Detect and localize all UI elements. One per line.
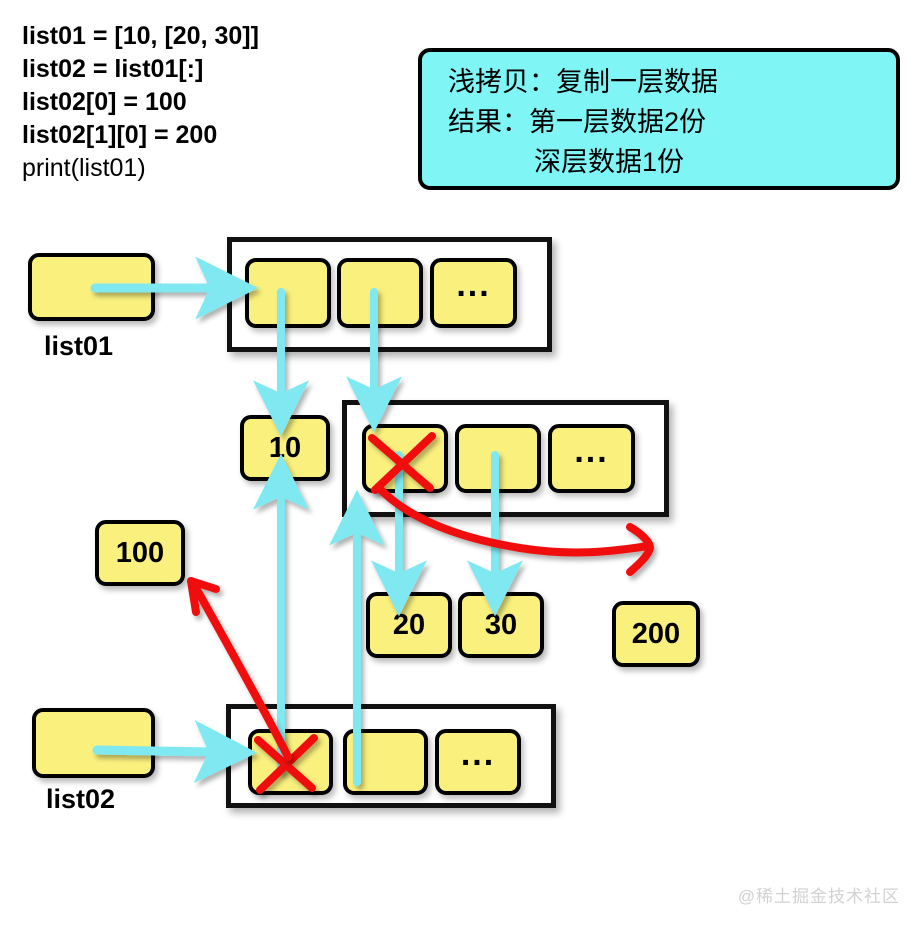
code-snippet: list01 = [10, [20, 30]] list02 = list01[…	[22, 20, 402, 185]
note-box: 浅拷贝：复制一层数据 结果：第一层数据2份 深层数据1份	[418, 48, 900, 190]
nested-list-cell-1	[455, 424, 541, 493]
value-box-20: 20	[366, 592, 452, 658]
variable-label-list01: list01	[44, 331, 114, 361]
value-box-30: 30	[458, 592, 544, 658]
list02-cell-1	[343, 729, 428, 795]
list02-cell-2: ...	[435, 729, 521, 795]
value-box-200: 200	[612, 601, 700, 667]
note-line-3: 深层数据1份	[534, 147, 685, 177]
value-box-100: 100	[95, 520, 185, 586]
note-line-2: 结果：第一层数据2份	[448, 107, 707, 137]
value-box-10: 10	[240, 415, 330, 481]
note-line-1: 浅拷贝：复制一层数据	[448, 67, 718, 97]
nested-list-cell-0	[362, 424, 448, 493]
list01-cell-2: ...	[430, 258, 517, 328]
code-line-3: list02[0] = 100	[22, 88, 187, 116]
code-line-1: list01 = [10, [20, 30]]	[22, 22, 259, 50]
nested-list-cell-2: ...	[548, 424, 635, 493]
variable-label-list02: list02	[46, 784, 116, 814]
watermark: @稀土掘金技术社区	[737, 887, 900, 906]
list01-cell-1	[337, 258, 423, 328]
variable-box-list01	[28, 253, 155, 321]
code-line-4: list02[1][0] = 200	[22, 121, 218, 149]
code-line-2: list02 = list01[:]	[22, 55, 204, 83]
variable-box-list02	[32, 708, 155, 778]
list02-cell-0	[248, 729, 333, 795]
list01-cell-0	[245, 258, 331, 328]
code-line-5: print(list01)	[22, 154, 146, 182]
